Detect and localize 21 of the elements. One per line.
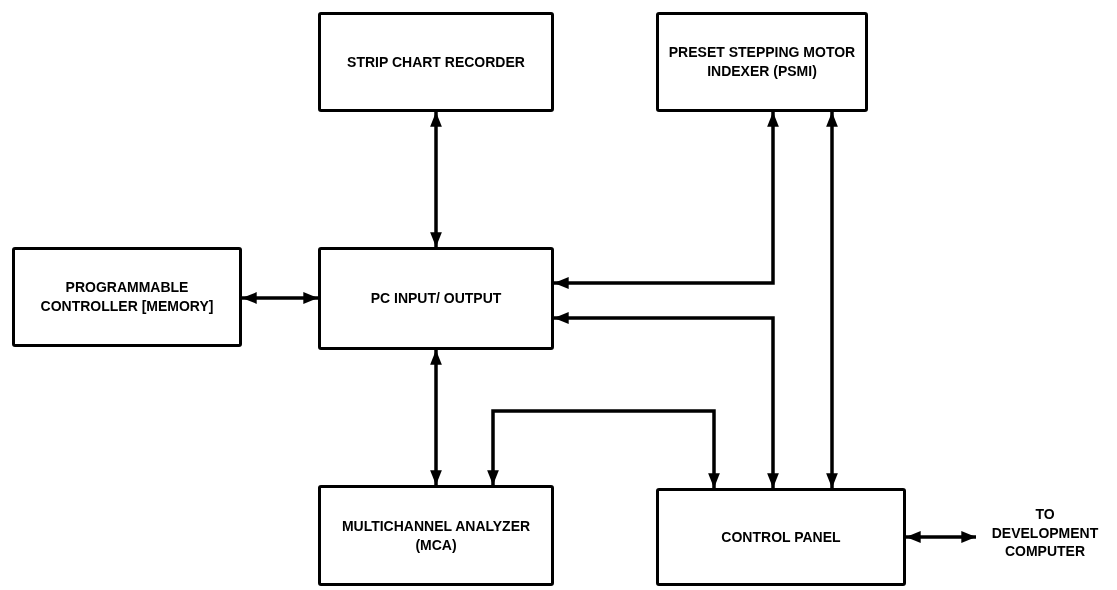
box-label: PC INPUT/ OUTPUT: [369, 289, 503, 308]
connector-arrow: [430, 112, 442, 247]
process-box: [318, 247, 554, 350]
connector-arrow: [906, 531, 976, 543]
box-label: CONTROL PANEL: [720, 527, 842, 547]
process-box: [656, 488, 906, 586]
connector-arrow: [554, 112, 779, 289]
box-label: PRESET STEPPING MOTOR INDEXER (PSMI): [667, 43, 857, 81]
connector-arrow: [430, 350, 442, 485]
box-label: PROGRAMMABLE CONTROLLER [MEMORY]: [39, 278, 215, 316]
box-label: STRIP CHART RECORDER: [346, 52, 526, 72]
connector-arrow: [487, 409, 720, 488]
process-box: [318, 485, 554, 586]
node-label: TO DEVELOPMENT COMPUTER: [976, 498, 1114, 568]
process-box: [12, 247, 242, 347]
connector-arrow: [242, 292, 318, 304]
connector-arrow: [826, 112, 838, 488]
process-box: [656, 12, 868, 112]
connector-arrow: [554, 312, 779, 488]
process-box: [318, 12, 554, 112]
box-label: MULTICHANNEL ANALYZER (MCA): [340, 516, 532, 555]
